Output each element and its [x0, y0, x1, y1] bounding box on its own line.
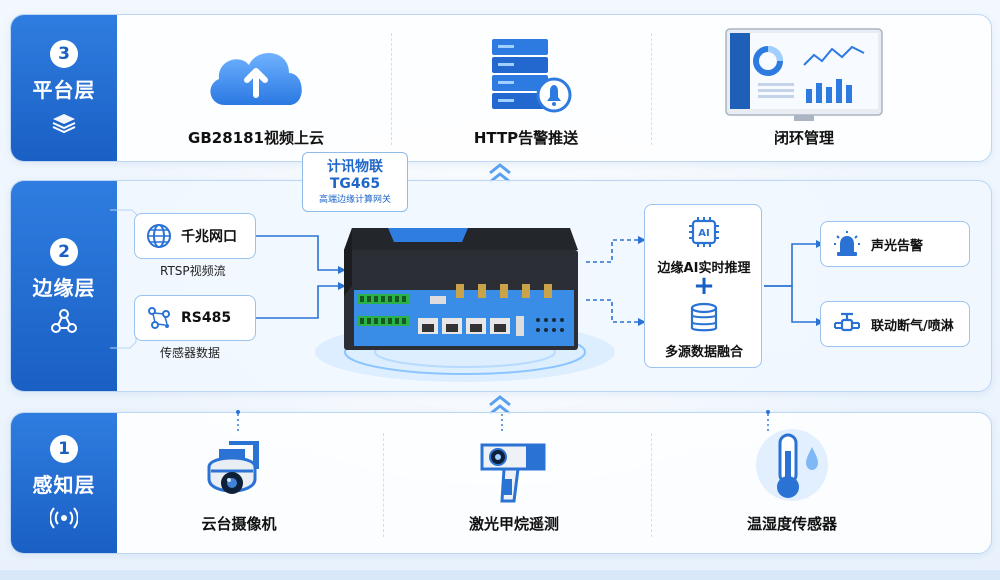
- input-sub-label: RTSP视频流: [160, 264, 226, 278]
- sense-layer-number: 1: [50, 434, 78, 463]
- sense-layer: 1 感知层 云台摄像机 激光甲烷遥测: [10, 412, 992, 554]
- input-label: RS485: [181, 310, 232, 326]
- sense-item-laser-methane: 激光甲烷遥测: [439, 421, 589, 534]
- output-linked-shutoff: 联动断气/喷淋: [820, 301, 970, 347]
- sense-item-label: 激光甲烷遥测: [468, 515, 559, 533]
- edge-layer-number: 2: [50, 237, 78, 266]
- dashboard-monitor-icon: [725, 28, 883, 121]
- output-label: 联动断气/喷淋: [871, 318, 954, 334]
- platform-layer: 3 平台层 GB28181视频上云: [10, 14, 992, 162]
- gateway-desc: 高端边缘计算网关: [318, 195, 391, 205]
- sense-item-ptz-camera: 云台摄像机: [169, 421, 309, 534]
- database-icon: [690, 302, 718, 332]
- sense-layer-title: 感知层: [32, 472, 96, 497]
- platform-layer-tag: 3 平台层: [11, 15, 117, 161]
- edge-layer-title: 边缘层: [32, 275, 96, 300]
- siren-icon: [834, 231, 860, 256]
- edge-layer-tag: 2 边缘层: [11, 181, 117, 391]
- input-sub-label: 传感器数据: [160, 346, 221, 360]
- gateway-device: [344, 228, 578, 350]
- layers-stack-icon: [52, 113, 76, 133]
- chevron-up-icon: [489, 163, 511, 184]
- ptz-camera-icon: [207, 441, 259, 494]
- processing-box: AI 边缘AI实时推理 + 多源数据融合: [644, 204, 762, 368]
- divider: [651, 33, 652, 145]
- sense-item-label: 温湿度传感器: [746, 515, 837, 533]
- thermometer-icon: [756, 429, 828, 501]
- platform-item-label: GB28181视频上云: [188, 129, 324, 147]
- sense-item-temp-humidity: 温湿度传感器: [717, 421, 867, 534]
- valve-icon: [834, 312, 860, 332]
- input-gigabit-port: 千兆网口: [134, 213, 256, 259]
- chevron-up-icon: [489, 395, 511, 416]
- gateway-callout: 计讯物联 TG465 高端边缘计算网关: [302, 152, 408, 212]
- globe-icon: [147, 224, 171, 248]
- data-fusion-label: 多源数据融合: [664, 345, 743, 360]
- cloud-upload-icon: [210, 53, 302, 105]
- output-label: 声光告警: [871, 238, 924, 254]
- input-rs485: RS485: [134, 295, 256, 341]
- sense-layer-tag: 1 感知层: [11, 413, 117, 553]
- server-alarm-icon: [492, 39, 572, 113]
- gateway-brand: 计讯物联: [327, 159, 383, 175]
- output-sound-light-alarm: 声光告警: [820, 221, 970, 267]
- platform-item-video-cloud: GB28181视频上云: [181, 35, 331, 148]
- input-label: 千兆网口: [181, 229, 237, 245]
- network-nodes-icon: [148, 307, 170, 329]
- platform-item-closed-loop: 闭环管理: [719, 27, 889, 148]
- svg-text:AI: AI: [698, 228, 709, 239]
- divider: [383, 433, 384, 537]
- plus-sign: +: [693, 271, 715, 301]
- platform-layer-number: 3: [50, 39, 78, 68]
- platform-item-label: HTTP告警推送: [473, 129, 579, 147]
- laser-detector-icon: [480, 443, 546, 503]
- platform-layer-title: 平台层: [32, 77, 96, 102]
- network-nodes-icon: [51, 308, 77, 333]
- platform-item-http-alarm: HTTP告警推送: [451, 33, 601, 148]
- bottom-strip: [0, 570, 1000, 580]
- ai-chip-icon: AI: [689, 217, 719, 247]
- signal-broadcast-icon: [50, 506, 78, 529]
- sense-item-label: 云台摄像机: [201, 515, 277, 533]
- ai-inference-label: 边缘AI实时推理: [657, 261, 751, 276]
- divider: [651, 433, 652, 537]
- gateway-model: TG465: [329, 176, 381, 192]
- platform-item-label: 闭环管理: [773, 129, 834, 147]
- divider: [391, 33, 392, 145]
